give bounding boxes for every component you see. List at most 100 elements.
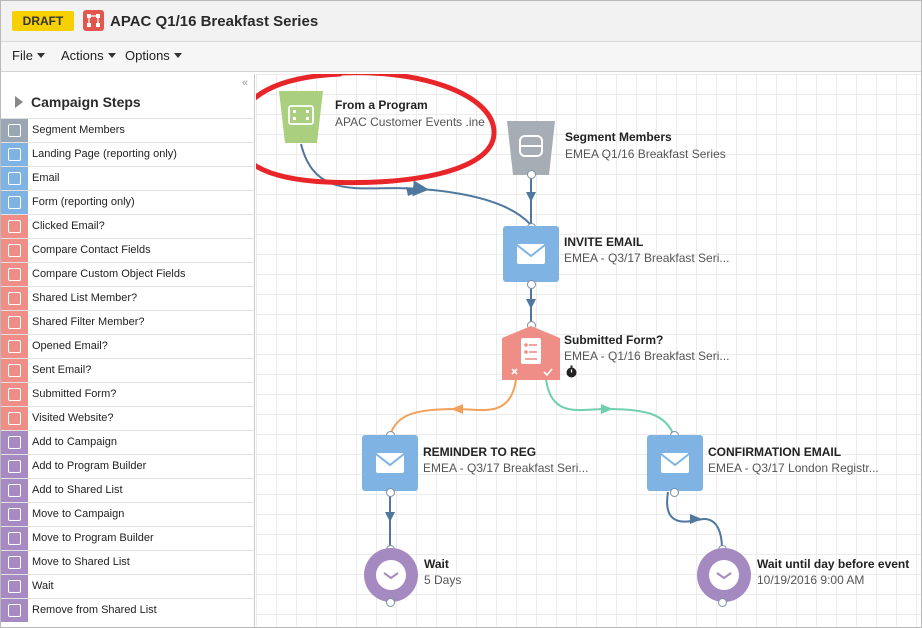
connector-port[interactable]	[527, 280, 536, 289]
wait-node[interactable]	[363, 547, 419, 603]
campaign-step-item[interactable]: Add to Shared List	[1, 478, 254, 502]
campaign-step-item[interactable]: Submitted Form?	[1, 382, 254, 406]
campaign-step-item[interactable]: Move to Campaign	[1, 502, 254, 526]
step-glyph	[8, 604, 21, 617]
campaign-step-item[interactable]: Wait	[1, 574, 254, 598]
collapse-sidebar-icon[interactable]: «	[241, 77, 248, 89]
clicked-email-icon	[1, 215, 28, 238]
actions-menu-label: Actions	[61, 48, 104, 63]
step-glyph	[8, 268, 21, 281]
campaign-step-item[interactable]: Add to Campaign	[1, 430, 254, 454]
remove-list-icon	[1, 599, 28, 622]
connector-port[interactable]	[386, 598, 395, 607]
campaign-step-item[interactable]: Compare Contact Fields	[1, 238, 254, 262]
file-menu[interactable]: File	[12, 48, 45, 63]
campaign-step-label: Move to Program Builder	[32, 532, 154, 544]
segment-icon	[1, 119, 28, 142]
step-glyph	[8, 220, 21, 233]
connector-port[interactable]	[670, 488, 679, 497]
wait-node-subtitle: 5 Days	[424, 573, 462, 587]
campaign-step-item[interactable]: Landing Page (reporting only)	[1, 142, 254, 166]
connector-program-to-invite	[300, 143, 531, 225]
campaign-step-item[interactable]: Form (reporting only)	[1, 190, 254, 214]
reminder-email-node[interactable]	[362, 435, 418, 491]
campaign-step-label: Sent Email?	[32, 364, 92, 376]
connector-port[interactable]	[386, 488, 395, 497]
campaign-step-label: Compare Contact Fields	[32, 244, 151, 256]
wait-until-node[interactable]	[696, 547, 752, 603]
expand-triangle-icon	[15, 96, 23, 108]
step-glyph	[8, 316, 21, 329]
move-list-icon	[1, 551, 28, 574]
campaign-step-label: Clicked Email?	[32, 220, 105, 232]
step-glyph	[8, 460, 21, 473]
step-glyph	[8, 124, 21, 137]
campaign-step-item[interactable]: Visited Website?	[1, 406, 254, 430]
segment-members-node[interactable]	[507, 121, 555, 175]
confirmation-email-node[interactable]	[647, 435, 703, 491]
sent-email-icon	[1, 359, 28, 382]
wait-node-title: Wait	[424, 557, 449, 571]
campaign-step-item[interactable]: Shared Filter Member?	[1, 310, 254, 334]
segment-icon	[507, 121, 555, 175]
campaign-step-item[interactable]: Sent Email?	[1, 358, 254, 382]
program-node-title: From a Program	[335, 98, 428, 112]
confirm-node-subtitle: EMEA - Q3/17 London Registr...	[708, 461, 879, 475]
connector-port[interactable]	[718, 598, 727, 607]
add-program-icon	[1, 455, 28, 478]
connector-port[interactable]	[527, 170, 536, 179]
landing-page-icon	[1, 143, 28, 166]
step-glyph	[8, 292, 21, 305]
program-source-node[interactable]	[277, 89, 325, 145]
program-builder-icon	[83, 10, 104, 31]
segment-node-subtitle: EMEA Q1/16 Breakfast Series	[565, 147, 726, 161]
campaign-step-label: Wait	[32, 580, 54, 592]
campaign-step-item[interactable]: Segment Members	[1, 118, 254, 142]
campaign-step-item[interactable]: Move to Program Builder	[1, 526, 254, 550]
campaign-step-label: Compare Custom Object Fields	[32, 268, 186, 280]
clock-icon	[697, 548, 751, 602]
campaign-step-item[interactable]: Add to Program Builder	[1, 454, 254, 478]
connector-form-yes-branch	[545, 378, 675, 437]
campaign-step-item[interactable]: Shared List Member?	[1, 286, 254, 310]
invite-node-subtitle: EMEA - Q3/17 Breakfast Seri...	[564, 251, 730, 265]
flow-canvas[interactable]: From a Program APAC Customer Events .ine…	[256, 74, 921, 627]
segment-node-title: Segment Members	[565, 130, 672, 144]
submitted-form-node[interactable]	[502, 326, 560, 380]
invite-email-node[interactable]	[503, 226, 559, 282]
options-menu[interactable]: Options	[125, 48, 182, 63]
campaign-step-label: Visited Website?	[32, 412, 114, 424]
email-icon	[1, 167, 28, 190]
campaign-steps-heading[interactable]: Campaign Steps	[15, 94, 141, 110]
reminder-node-subtitle: EMEA - Q3/17 Breakfast Seri...	[423, 461, 589, 475]
step-glyph	[8, 244, 21, 257]
step-glyph	[8, 556, 21, 569]
step-glyph	[8, 508, 21, 521]
program-icon	[279, 91, 323, 143]
shared-list-icon	[1, 287, 28, 310]
opened-email-icon	[1, 335, 28, 358]
actions-menu[interactable]: Actions	[61, 48, 116, 63]
campaign-step-item[interactable]: Move to Shared List	[1, 550, 254, 574]
draft-badge: DRAFT	[12, 11, 74, 31]
campaign-step-item[interactable]: Remove from Shared List	[1, 598, 254, 622]
clock-icon	[1, 575, 28, 598]
flow-connectors	[256, 74, 723, 550]
campaign-step-item[interactable]: Email	[1, 166, 254, 190]
envelope-icon	[375, 453, 405, 473]
form-node-title: Submitted Form?	[564, 333, 664, 347]
campaign-step-label: Add to Shared List	[32, 484, 123, 496]
campaign-step-item[interactable]: Compare Custom Object Fields	[1, 262, 254, 286]
campaign-step-item[interactable]: Clicked Email?	[1, 214, 254, 238]
campaign-step-label: Shared List Member?	[32, 292, 138, 304]
campaign-step-label: Move to Campaign	[32, 508, 125, 520]
step-glyph	[8, 340, 21, 353]
campaign-step-label: Submitted Form?	[32, 388, 117, 400]
chevron-down-icon	[173, 53, 182, 58]
add-list-icon	[1, 479, 28, 502]
campaign-steps-heading-label: Campaign Steps	[31, 94, 141, 110]
compare-fields-icon	[1, 239, 28, 262]
campaign-step-item[interactable]: Opened Email?	[1, 334, 254, 358]
clock-icon	[364, 548, 418, 602]
